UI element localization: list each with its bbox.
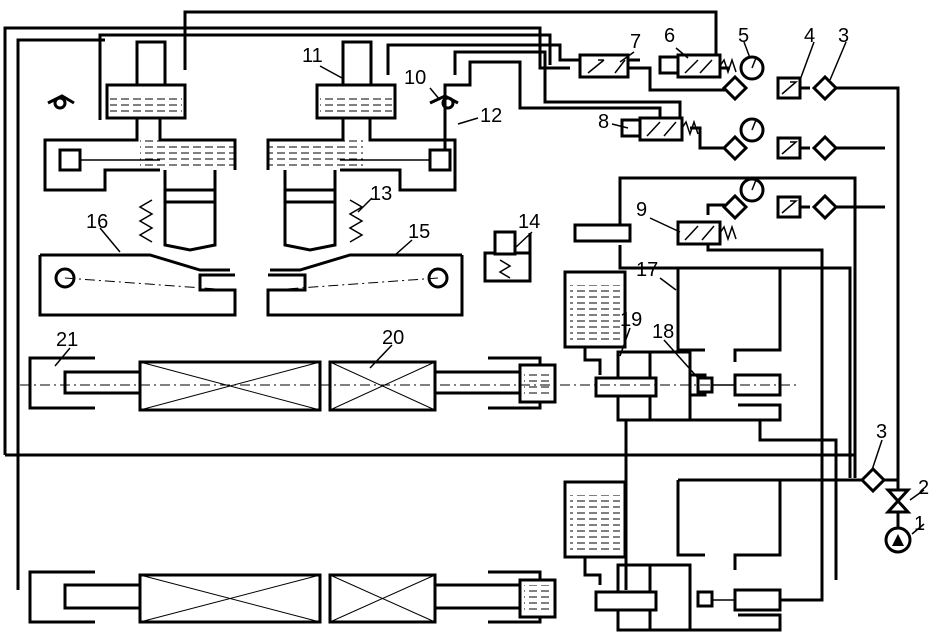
shaft-upper [20, 356, 800, 412]
label-15: 15 [408, 221, 430, 243]
label-3-top: 3 [838, 25, 849, 47]
brake-lever-right [266, 253, 464, 317]
label-1: 1 [914, 513, 925, 535]
label-14: 14 [518, 211, 540, 233]
brake-cylinder-right [266, 40, 457, 252]
shutoff-valve-2 [884, 488, 912, 514]
label-3-bottom: 3 [876, 421, 887, 443]
label-16: 16 [86, 211, 108, 233]
label-19: 19 [620, 309, 642, 331]
brake-lever-left [38, 253, 237, 317]
solenoid-valve-6 [658, 53, 737, 79]
label-11: 11 [302, 45, 323, 67]
label-13: 13 [370, 183, 392, 205]
label-17: 17 [636, 259, 658, 281]
solenoid-valve-9 [573, 220, 737, 246]
booster-upper [563, 266, 782, 422]
label-4: 4 [804, 25, 815, 47]
check-valve-10 [429, 94, 459, 110]
shaft-lower [28, 570, 557, 624]
brake-cylinder-left [43, 40, 237, 252]
label-10: 10 [404, 67, 426, 89]
label-5: 5 [738, 25, 749, 47]
label-8: 8 [598, 111, 609, 133]
pressure-gauges [739, 55, 765, 203]
solenoid-valve-8 [620, 116, 699, 142]
pressure-switch-14 [483, 230, 532, 283]
label-6: 6 [664, 25, 675, 47]
label-20: 20 [382, 327, 404, 349]
booster-lower [563, 478, 782, 632]
label-12: 12 [480, 105, 502, 127]
pressure-regulators [776, 76, 802, 219]
check-valve-left [47, 94, 75, 110]
label-18: 18 [652, 321, 674, 343]
air-source-1 [884, 512, 912, 554]
label-21: 21 [56, 329, 78, 351]
label-7: 7 [630, 31, 641, 53]
label-2: 2 [918, 477, 929, 499]
part-labels: 1 2 3 3 4 5 6 7 8 9 10 11 12 13 14 15 16… [56, 25, 929, 535]
label-9: 9 [636, 199, 647, 221]
filters [721, 74, 887, 494]
leader-lines [54, 41, 925, 535]
solenoid-valve-7 [578, 53, 630, 79]
